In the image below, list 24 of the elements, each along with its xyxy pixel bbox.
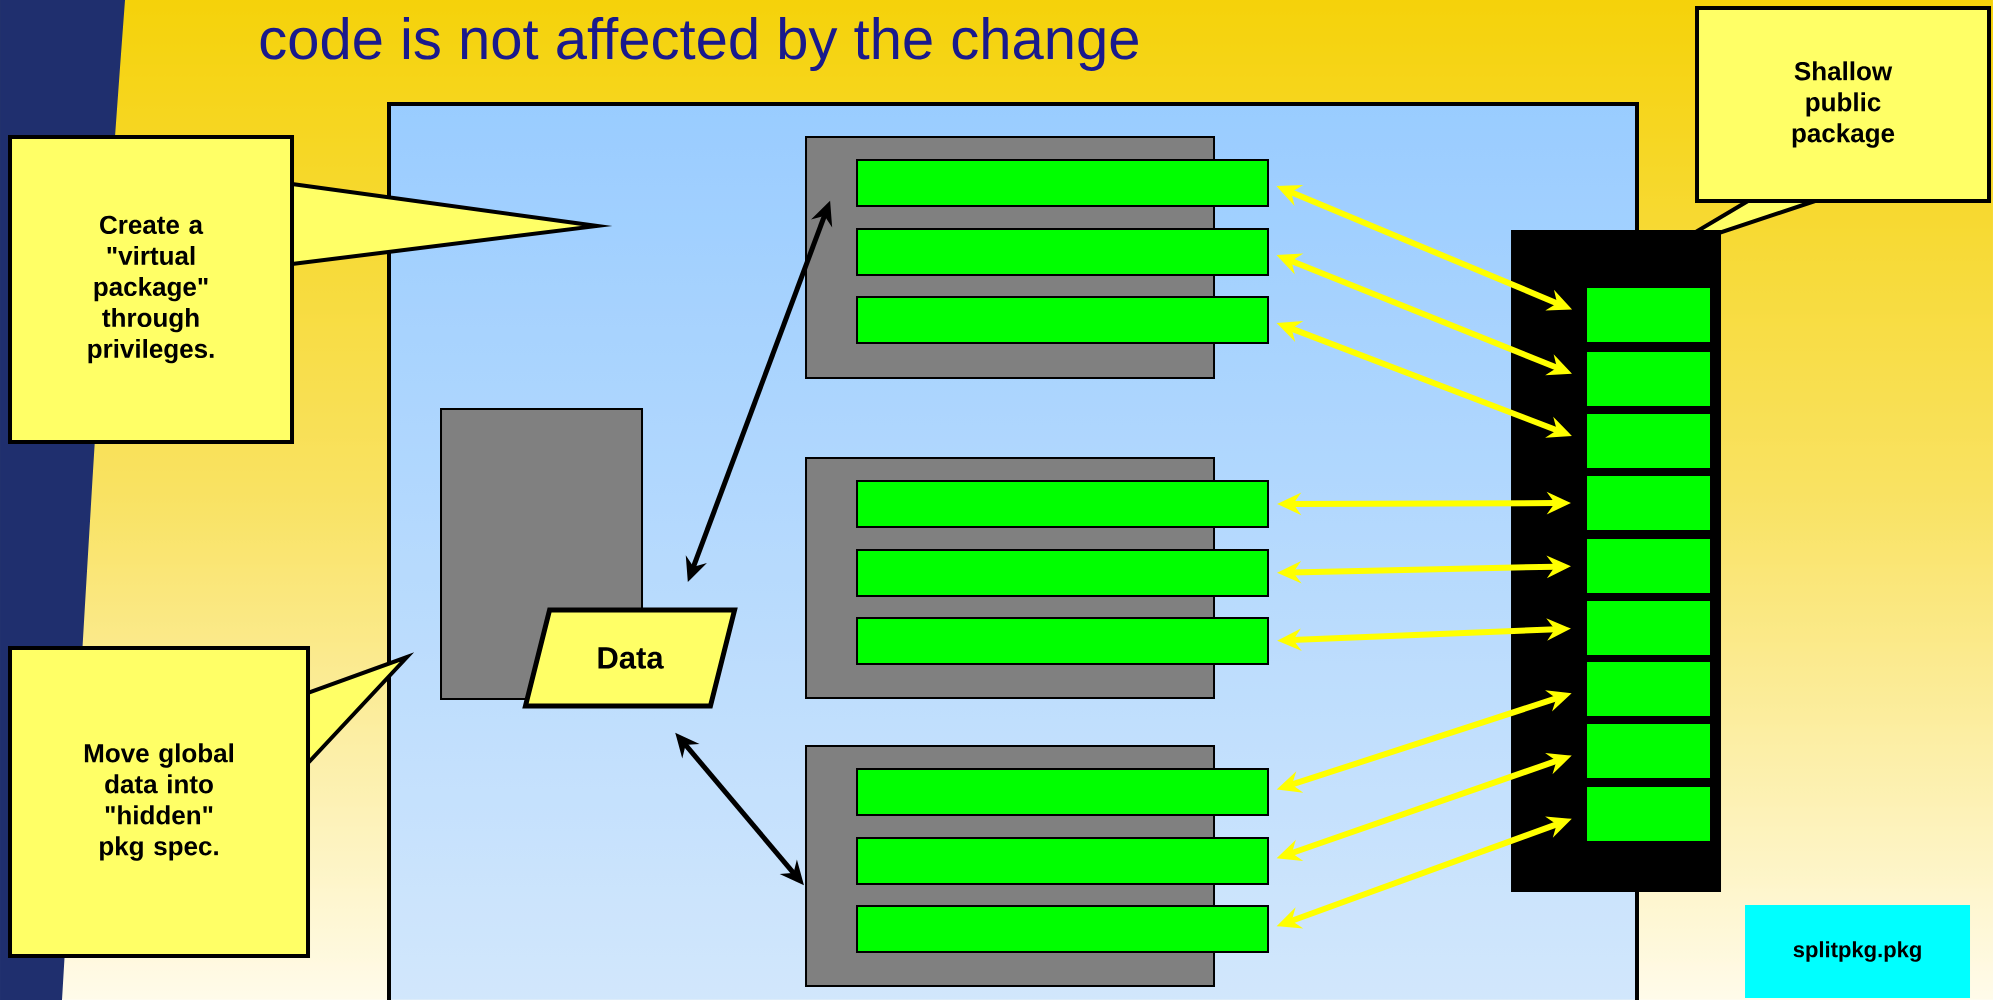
procedure-bar: [856, 549, 1269, 597]
procedure-bar: [856, 296, 1269, 344]
procedure-bar: [856, 617, 1269, 665]
public-procedure-box: [1585, 350, 1712, 408]
slide-title: code is not affected by the change: [260, 16, 1138, 71]
public-procedure-box: [1585, 785, 1712, 843]
callout-box: Create a "virtual package" through privileges.: [8, 135, 613, 444]
public-procedure-box: [1585, 474, 1712, 532]
procedure-bar: [856, 837, 1269, 885]
callout-box: Shallow public package: [1644, 6, 1991, 260]
callout-box: Move global data into "hidden" pkg spec.: [8, 646, 415, 958]
public-procedure-box: [1585, 599, 1712, 657]
procedure-bar: [856, 480, 1269, 528]
data-parallelogram: Data: [522, 607, 738, 709]
public-procedure-box: [1585, 537, 1712, 595]
procedure-bar: [856, 159, 1269, 207]
public-procedure-box: [1585, 660, 1712, 718]
public-procedure-box: [1585, 722, 1712, 780]
file-name-label: splitpkg.pkg: [1745, 905, 1970, 998]
procedure-bar: [856, 228, 1269, 276]
procedure-bar: [856, 905, 1269, 953]
public-procedure-box: [1585, 412, 1712, 470]
procedure-bar: [856, 768, 1269, 816]
public-procedure-box: [1585, 286, 1712, 344]
